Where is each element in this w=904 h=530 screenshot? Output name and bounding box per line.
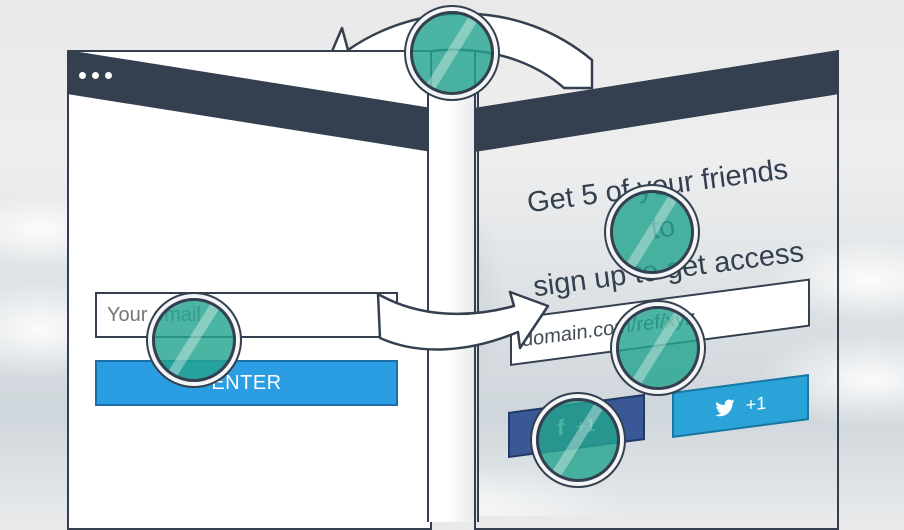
highlight-marker-refresh <box>410 11 494 95</box>
highlight-marker-email <box>152 298 236 382</box>
highlight-marker-facebook <box>536 398 620 482</box>
highlight-marker-headline <box>610 190 694 274</box>
twitter-share-button[interactable]: +1 <box>672 373 809 438</box>
signup-window <box>67 50 432 530</box>
three-dot-icon <box>79 72 112 79</box>
twitter-count: +1 <box>745 392 767 416</box>
twitter-bird-icon <box>715 399 735 417</box>
window-divider <box>427 92 479 522</box>
email-field[interactable] <box>95 292 398 338</box>
highlight-marker-referral-link <box>616 306 700 390</box>
enter-button[interactable]: ENTER <box>95 360 398 406</box>
